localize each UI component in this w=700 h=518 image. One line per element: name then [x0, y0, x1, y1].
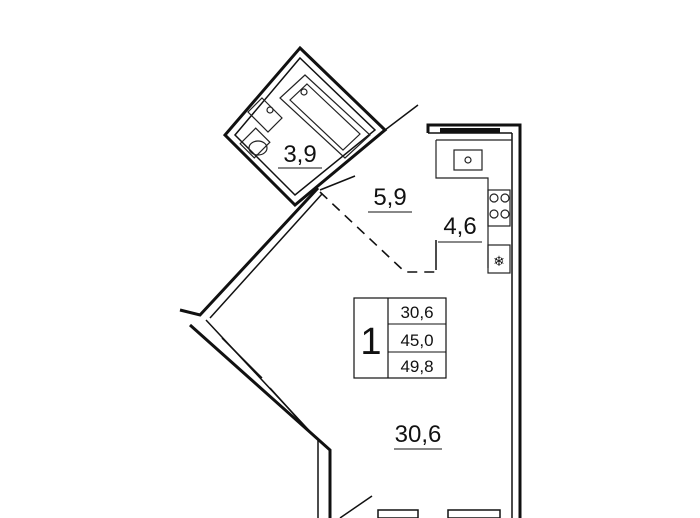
window-pane-2 [269, 387, 309, 431]
kitchen-window [440, 128, 500, 133]
bottom-window-2 [447, 509, 501, 518]
bottom-window [377, 509, 419, 518]
living-window-inner [205, 319, 319, 518]
living-window-wall [189, 323, 332, 518]
hallway-area: 5,9 [373, 184, 406, 211]
hallway [319, 175, 436, 273]
rooms-count: 1 [360, 321, 381, 363]
legend-living-area: 30,6 [400, 303, 433, 322]
window-pane [221, 337, 263, 379]
cooktop [487, 189, 511, 227]
kitchen: ❄ [426, 123, 522, 518]
living-area: 30,6 [395, 421, 442, 448]
kitchen-counter: ❄ [435, 139, 512, 274]
bathroom-inner-wall [233, 56, 377, 197]
sink [247, 97, 283, 133]
hallway-boundary [319, 191, 436, 273]
bathtub [279, 74, 371, 159]
living-wall-upper-inner [209, 193, 323, 319]
hallway-door [319, 175, 356, 191]
legend-total-area: 49,8 [400, 357, 433, 376]
toilet [239, 127, 271, 159]
kitchen-sink [453, 149, 483, 171]
bathroom-area: 3,9 [283, 141, 316, 168]
bathroom-wall-extension [384, 104, 419, 131]
kitchen-area: 4,6 [443, 213, 476, 240]
legend-frame [353, 297, 447, 379]
bathroom-walls [222, 45, 388, 208]
living-room [179, 186, 501, 518]
legend-total-excl: 45,0 [400, 331, 433, 350]
kitchen-outer-wall [426, 123, 522, 518]
living-wall-upper [179, 186, 320, 317]
fridge [487, 244, 511, 274]
bathroom [222, 45, 419, 208]
apartment-legend: 1 30,6 45,0 49,8 [353, 297, 447, 379]
balcony-door [339, 495, 373, 518]
snowflake-icon: ❄ [493, 253, 505, 269]
